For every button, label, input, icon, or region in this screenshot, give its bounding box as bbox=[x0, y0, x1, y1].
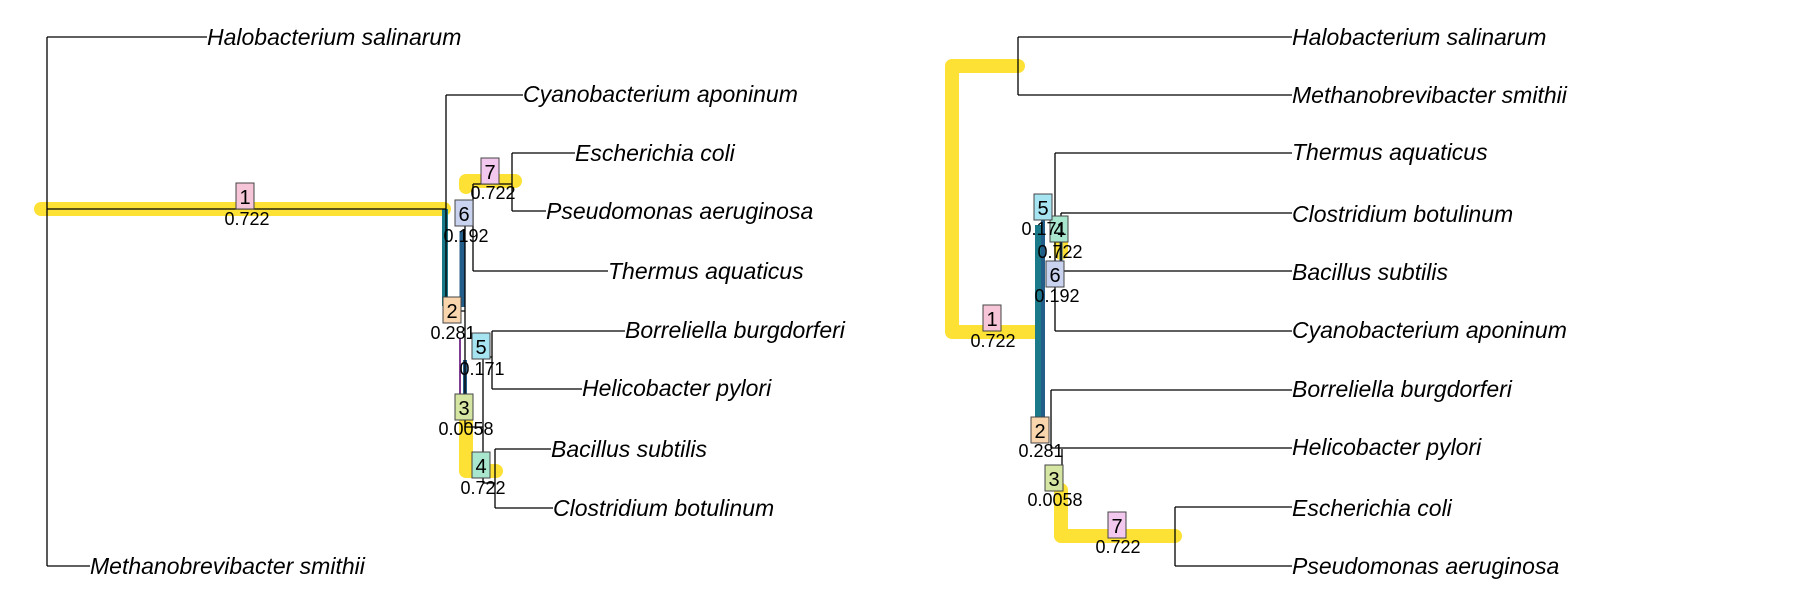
node-id: 1 bbox=[986, 309, 997, 331]
right-tip-labels: Halobacterium salinarum Methanobrevibact… bbox=[1292, 24, 1568, 579]
left-tip-label: Escherichia coli bbox=[575, 140, 736, 166]
node-support: 0.722 bbox=[224, 209, 269, 229]
node-id: 5 bbox=[475, 337, 486, 359]
right-tip-label: Borreliella burgdorferi bbox=[1292, 376, 1513, 402]
right-node-5: 5 0.171 bbox=[1021, 193, 1067, 239]
node-support: 0.192 bbox=[1034, 286, 1079, 306]
right-node-4: 4 0.722 bbox=[1037, 215, 1083, 262]
left-node-6: 6 0.192 bbox=[443, 199, 489, 246]
right-tip-label: Methanobrevibacter smithii bbox=[1292, 82, 1568, 108]
node-support: 0.171 bbox=[1021, 219, 1066, 239]
right-tip-label: Bacillus subtilis bbox=[1292, 259, 1448, 285]
node-id: 3 bbox=[1048, 469, 1059, 491]
left-tip-label: Clostridium botulinum bbox=[553, 495, 774, 521]
node-id: 5 bbox=[1037, 198, 1048, 220]
left-tip-label: Bacillus subtilis bbox=[551, 436, 707, 462]
right-node-3: 3 0.0058 bbox=[1027, 464, 1083, 510]
right-node-labels: 1 0.722 2 0.281 3 0.0058 4 0.722 5 0 bbox=[970, 193, 1141, 557]
left-node-1: 1 0.722 bbox=[224, 182, 270, 229]
node-id: 2 bbox=[1034, 421, 1045, 443]
right-node-1: 1 0.722 bbox=[970, 304, 1016, 351]
right-tree: Halobacterium salinarum Methanobrevibact… bbox=[945, 24, 1568, 579]
node-id: 7 bbox=[1111, 516, 1122, 538]
left-tip-labels: Halobacterium salinarum Cyanobacterium a… bbox=[90, 24, 846, 579]
left-tip-label: Halobacterium salinarum bbox=[207, 24, 461, 50]
node-support: 0.0058 bbox=[438, 419, 493, 439]
left-branches bbox=[46, 36, 625, 567]
right-tip-label: Cyanobacterium aponinum bbox=[1292, 317, 1567, 343]
node-id: 3 bbox=[458, 398, 469, 420]
right-node-7: 7 0.722 bbox=[1095, 511, 1141, 557]
left-node-7: 7 0.722 bbox=[470, 157, 516, 203]
node-support: 0.281 bbox=[430, 323, 475, 343]
left-node-2: 2 0.281 bbox=[430, 296, 476, 343]
node-id: 2 bbox=[446, 301, 457, 323]
left-tip-label: Thermus aquaticus bbox=[608, 258, 804, 284]
right-node-6: 6 0.192 bbox=[1034, 260, 1080, 306]
right-node-2: 2 0.281 bbox=[1018, 416, 1064, 461]
left-node-5: 5 0.171 bbox=[459, 332, 505, 379]
right-highlight-split-1 bbox=[945, 59, 1045, 339]
node-support: 0.722 bbox=[1037, 242, 1082, 262]
node-support: 0.722 bbox=[970, 331, 1015, 351]
right-tip-label: Clostridium botulinum bbox=[1292, 201, 1513, 227]
left-tip-label: Borreliella burgdorferi bbox=[625, 317, 846, 343]
right-tip-label: Halobacterium salinarum bbox=[1292, 24, 1546, 50]
right-tip-label: Pseudomonas aeruginosa bbox=[1292, 553, 1559, 579]
left-tip-label: Cyanobacterium aponinum bbox=[523, 81, 798, 107]
node-id: 1 bbox=[239, 187, 250, 209]
right-highlight-split-7 bbox=[1054, 483, 1182, 543]
left-node-3: 3 0.0058 bbox=[438, 393, 494, 439]
node-support: 0.171 bbox=[459, 359, 504, 379]
right-tip-label: Thermus aquaticus bbox=[1292, 139, 1488, 165]
node-id: 6 bbox=[1049, 265, 1060, 287]
left-tree: Halobacterium salinarum Cyanobacterium a… bbox=[34, 24, 846, 579]
left-node-labels: 1 0.722 2 0.281 3 0.0058 4 0.722 5 0 bbox=[224, 157, 516, 498]
left-tip-label: Helicobacter pylori bbox=[582, 375, 772, 401]
node-id: 6 bbox=[458, 204, 469, 226]
node-support: 0.192 bbox=[443, 226, 488, 246]
node-id: 7 bbox=[484, 162, 495, 184]
node-support: 0.0058 bbox=[1027, 490, 1082, 510]
left-tip-label: Pseudomonas aeruginosa bbox=[546, 198, 813, 224]
right-tip-label: Escherichia coli bbox=[1292, 495, 1453, 521]
node-support: 0.281 bbox=[1018, 441, 1063, 461]
left-tip-label: Methanobrevibacter smithii bbox=[90, 553, 366, 579]
left-node-4: 4 0.722 bbox=[460, 451, 506, 498]
node-support: 0.722 bbox=[1095, 537, 1140, 557]
node-support: 0.722 bbox=[460, 478, 505, 498]
node-id: 4 bbox=[475, 456, 486, 478]
right-tip-label: Helicobacter pylori bbox=[1292, 434, 1482, 460]
node-id: 4 bbox=[1053, 220, 1064, 242]
node-support: 0.722 bbox=[470, 183, 515, 203]
right-branches bbox=[1017, 36, 1292, 567]
